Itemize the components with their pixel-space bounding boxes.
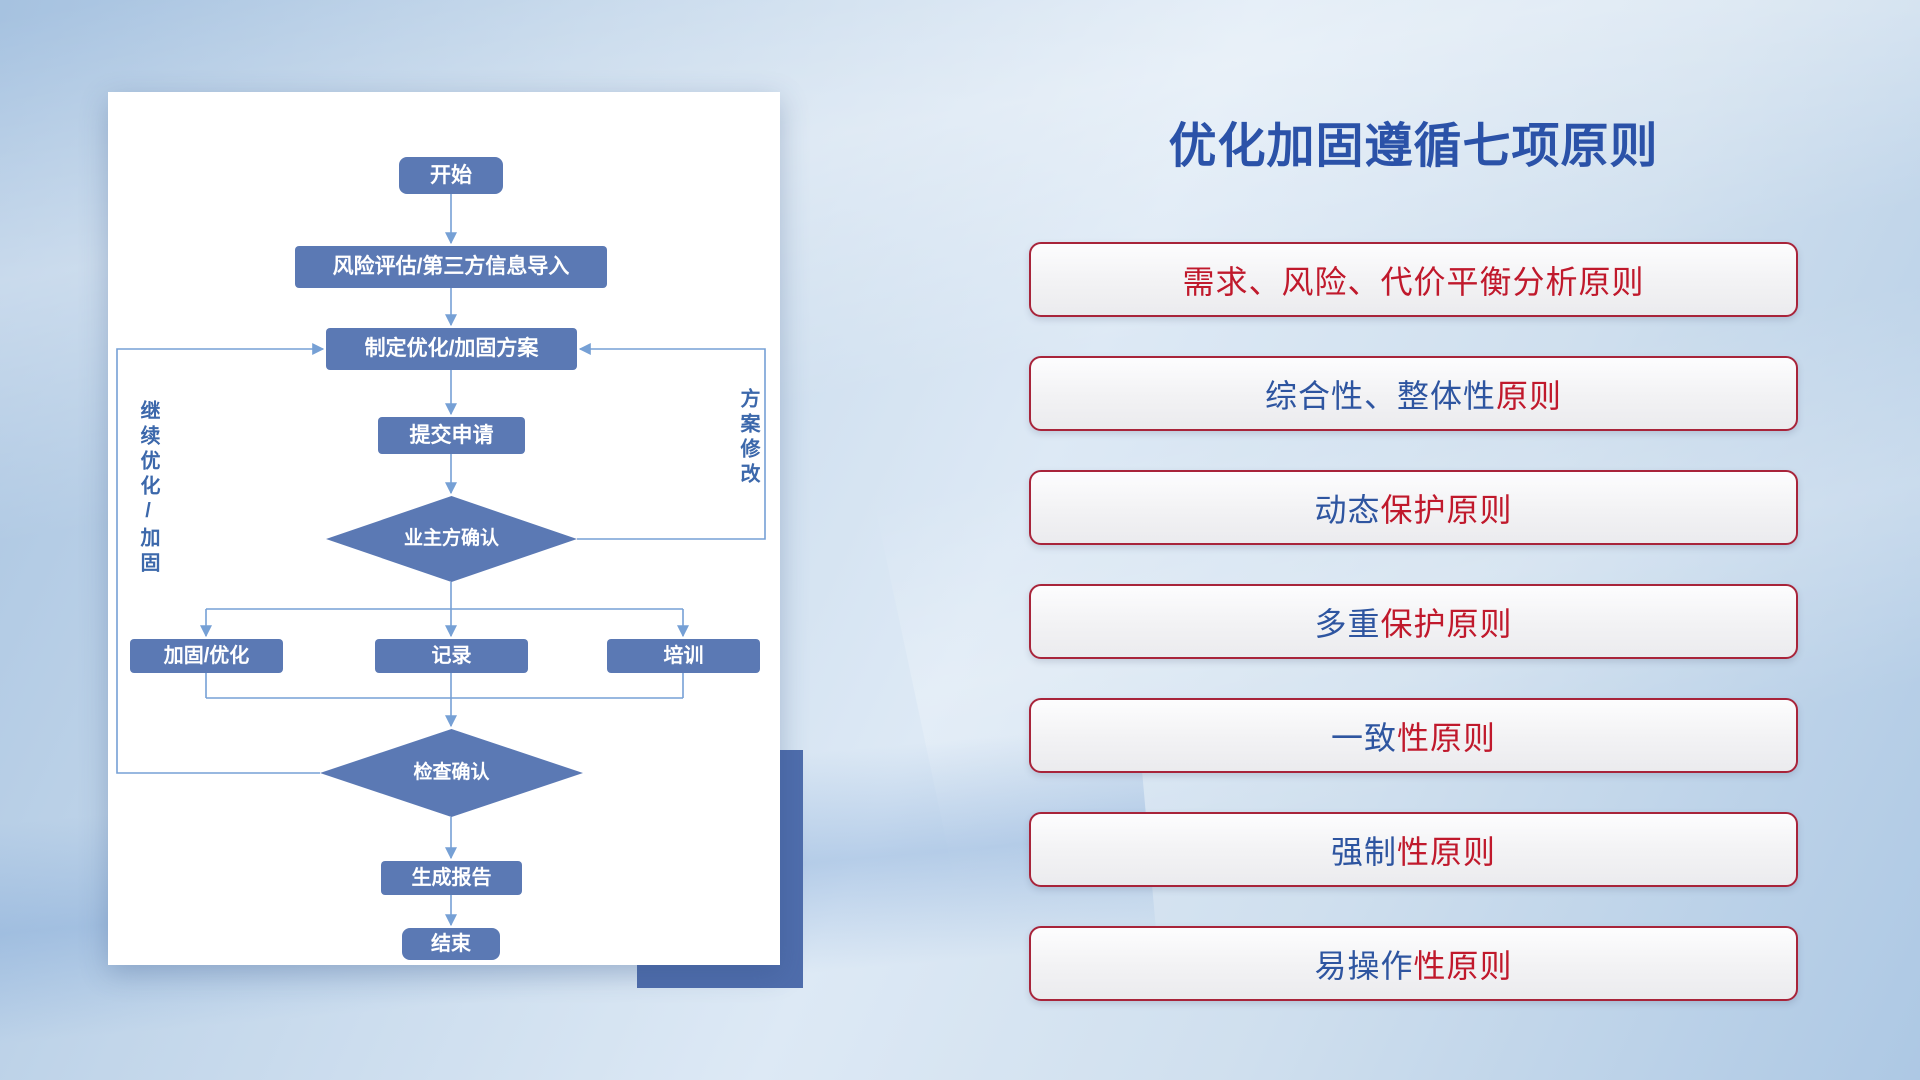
principle-box: 需求、风险、代价平衡分析原则 xyxy=(1029,242,1798,317)
flow-node-make-plan: 制定优化/加固方案 xyxy=(326,328,577,370)
principle-box: 易操作性原则 xyxy=(1029,926,1798,1001)
principle-text-segment: 多重 xyxy=(1314,605,1381,642)
principle-text-segment: 综合性、整体性 xyxy=(1264,377,1496,414)
principle-text-segment: 性原则 xyxy=(1413,947,1513,984)
flow-node-train: 培训 xyxy=(607,639,760,673)
flow-node-submit: 提交申请 xyxy=(378,417,525,454)
principle-box: 多重保护原则 xyxy=(1029,584,1798,659)
principle-text-segment: 易操作 xyxy=(1314,947,1414,984)
principles-list: 需求、风险、代价平衡分析原则综合性、整体性原则动态保护原则多重保护原则一致性原则… xyxy=(1029,242,1798,1001)
principle-text-segment: 原则 xyxy=(1496,377,1563,414)
principle-text-segment: 保护原则 xyxy=(1380,605,1513,642)
page-title: 优化加固遵循七项原则 xyxy=(1168,120,1659,173)
flow-node-harden: 加固/优化 xyxy=(130,639,283,673)
flow-node-report: 生成报告 xyxy=(381,861,522,895)
flow-node-record: 记录 xyxy=(375,639,528,673)
loop-label-continue-optimize: 继续优化/加固 xyxy=(137,400,159,577)
flow-node-start: 开始 xyxy=(399,157,503,194)
flow-node-risk-import: 风险评估/第三方信息导入 xyxy=(295,246,607,288)
flowchart-card: 开始 风险评估/第三方信息导入 制定优化/加固方案 提交申请 业主方确认 加固/… xyxy=(108,92,780,965)
principle-box: 综合性、整体性原则 xyxy=(1029,356,1798,431)
principle-box: 一致性原则 xyxy=(1029,698,1798,773)
principle-text-segment: 性原则 xyxy=(1397,719,1497,756)
principle-text-segment: 强制 xyxy=(1330,833,1397,870)
loop-label-plan-revise: 方案修改 xyxy=(737,388,759,488)
principle-box: 强制性原则 xyxy=(1029,812,1798,887)
principle-text-segment: 保护原则 xyxy=(1380,491,1513,528)
principle-box: 动态保护原则 xyxy=(1029,470,1798,545)
principle-text-segment: 需求、风险、代价平衡分析原则 xyxy=(1182,263,1645,300)
principle-text-segment: 一致 xyxy=(1330,719,1397,756)
principle-text-segment: 性原则 xyxy=(1397,833,1497,870)
principle-text-segment: 动态 xyxy=(1314,491,1381,528)
flowchart-connectors xyxy=(116,194,766,927)
flow-node-end: 结束 xyxy=(402,928,500,960)
